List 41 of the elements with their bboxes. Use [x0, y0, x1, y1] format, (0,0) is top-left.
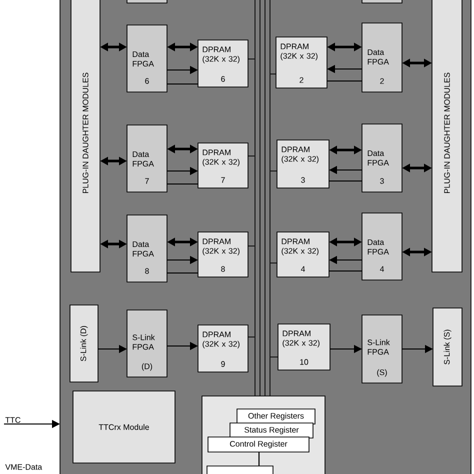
fpga-box: Data FPGA 2	[362, 22, 402, 92]
connector-line	[248, 336, 255, 338]
connector-line	[167, 83, 198, 85]
fpga-box: Data FPGA 3	[362, 124, 402, 192]
connector-box: S-Link (D)	[70, 304, 98, 382]
signal-label: TTC	[5, 417, 20, 423]
connector-line	[329, 180, 362, 182]
memory-box: DPRAM (32K x 32) 3	[276, 140, 330, 188]
module-slot: PLUG-IN DAUGHTER MODULES	[432, 0, 462, 272]
module-box	[206, 466, 274, 474]
module-box: TTCrx Module	[72, 390, 176, 464]
fpga-box: S-Link FPGA (D)	[126, 310, 168, 378]
memory-box: DPRAM (32K x 32) 4	[276, 232, 330, 278]
signal-label: VME-Data	[5, 464, 42, 470]
memory-box: DPRAM (32K x 32) 9	[198, 324, 248, 372]
fpga-box: Data FPGA 7	[126, 124, 168, 192]
register-box: Status Register	[230, 422, 314, 438]
module-slot: PLUG-IN DAUGHTER MODULES	[70, 0, 100, 272]
register-box: Control Register	[208, 436, 310, 452]
connector-line	[270, 262, 278, 264]
connector-line	[270, 356, 278, 358]
memory-box: DPRAM (32K x 32) 7	[198, 142, 248, 188]
fpga-box: Data FPGA 4	[362, 212, 402, 280]
fpga-box: S-Link FPGA (S)	[362, 314, 402, 384]
connector-line	[329, 270, 362, 272]
connector-line	[270, 170, 278, 172]
connector-line	[258, 452, 260, 466]
connector-box: S-Link (S)	[432, 308, 462, 386]
fpga-box: Data FPGA 6	[126, 24, 168, 92]
fpga-box: Data FPGA 8	[126, 214, 168, 282]
connector-line	[254, 388, 270, 396]
bus-bar	[254, 0, 270, 388]
register-box: Other Registers	[236, 408, 316, 424]
connector-line	[327, 80, 362, 82]
memory-box: DPRAM (32K x 32) 2	[276, 36, 328, 88]
connector-line	[248, 58, 255, 60]
memory-box: DPRAM (32K x 32) 8	[198, 232, 248, 278]
memory-box: DPRAM (32K x 32) 10	[278, 324, 330, 370]
memory-box: DPRAM (32K x 32) 6	[198, 40, 248, 88]
connector-line	[167, 183, 198, 185]
connector-line	[167, 272, 198, 274]
